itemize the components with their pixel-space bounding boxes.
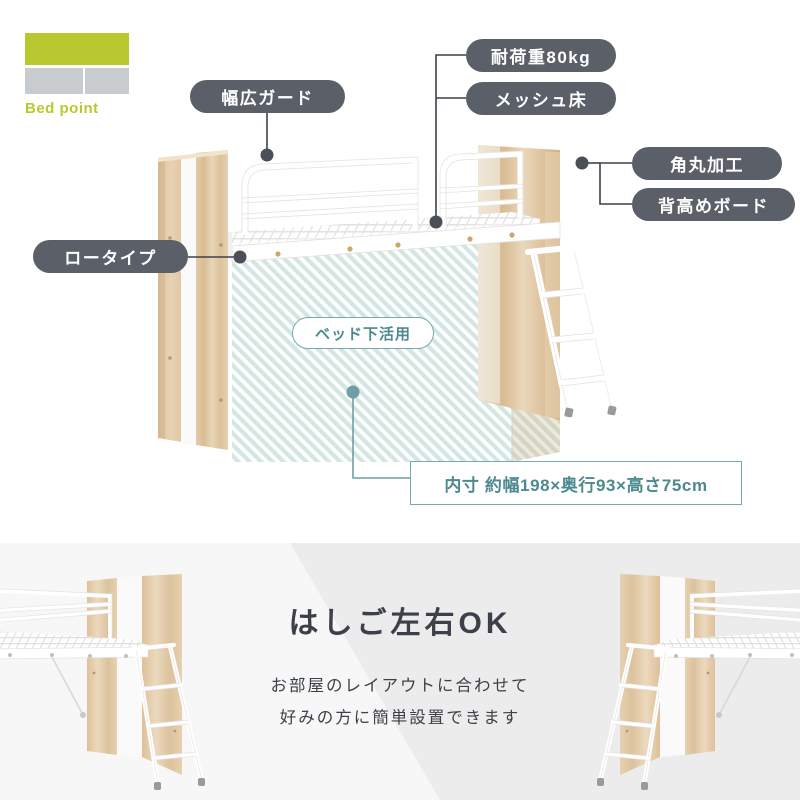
- wide-guard-rail: [242, 151, 523, 235]
- label-under-bed-use: ベッド下活用: [292, 317, 434, 349]
- product-feature-section: Bed point 幅広ガード 耐荷重80kg メッシュ床 角丸加工 背高めボー…: [25, 33, 795, 505]
- left-headboard-panel: [158, 150, 228, 450]
- brand-logo: Bed point: [25, 33, 129, 117]
- inner-dimensions-box: 内寸 約幅198×奥行93×高さ75cm: [410, 461, 742, 505]
- mini-strut-bolt-mirror: [716, 712, 722, 718]
- label-low-type: ロータイプ: [33, 240, 188, 273]
- bed-ladder-right-illustration: [0, 574, 205, 790]
- mini-guard-rail-mirror: [690, 588, 800, 639]
- mini-ladder-left: [597, 642, 672, 790]
- label-mesh-floor: メッシュ床: [466, 82, 616, 115]
- brand-bar-left: [25, 68, 83, 94]
- guard-rail-outline: [241, 150, 524, 232]
- ladder-placement-section: はしご左右OK お部屋のレイアウトに合わせて 好みの方に簡単設置できます: [0, 543, 800, 800]
- label-tall-board: 背高めボード: [632, 188, 795, 221]
- label-wide-guard: 幅広ガード: [190, 80, 345, 113]
- mini-strut-bolt: [80, 712, 86, 718]
- ladder: [525, 244, 617, 418]
- subtitle-line-1: お部屋のレイアウトに合わせて: [270, 677, 530, 695]
- brand-bar-accent: [25, 33, 129, 65]
- mini-guard-outline: [0, 588, 113, 639]
- brand-name: Bed point: [25, 100, 99, 117]
- brand-bar-row: [25, 68, 129, 94]
- ladder-placement-text: はしご左右OK お部屋のレイアウトに合わせて 好みの方に簡単設置できます: [240, 543, 560, 800]
- mini-mesh-deck: [0, 631, 149, 660]
- bed-ladder-left-illustration: [597, 574, 800, 790]
- ladder-placement-subtitle: お部屋のレイアウトに合わせて 好みの方に簡単設置できます: [240, 670, 560, 734]
- loft-bed-illustration: [158, 145, 617, 462]
- label-load-capacity: 耐荷重80kg: [466, 39, 616, 72]
- label-rounded-corners: 角丸加工: [632, 147, 782, 180]
- mini-guard-rail: [0, 588, 112, 639]
- callout-connectors: [188, 54, 632, 479]
- mini-mesh-deck-mirror: [653, 631, 800, 660]
- mini-support-strut-mirror: [719, 656, 751, 714]
- ladder-placement-heading: はしご左右OK: [288, 607, 512, 640]
- mini-ladder-right: [130, 642, 205, 790]
- mini-support-strut: [51, 656, 83, 714]
- brand-bar-right: [85, 68, 129, 94]
- mini-guard-outline-mirror: [689, 588, 800, 639]
- subtitle-line-2: 好みの方に簡単設置できます: [279, 709, 521, 728]
